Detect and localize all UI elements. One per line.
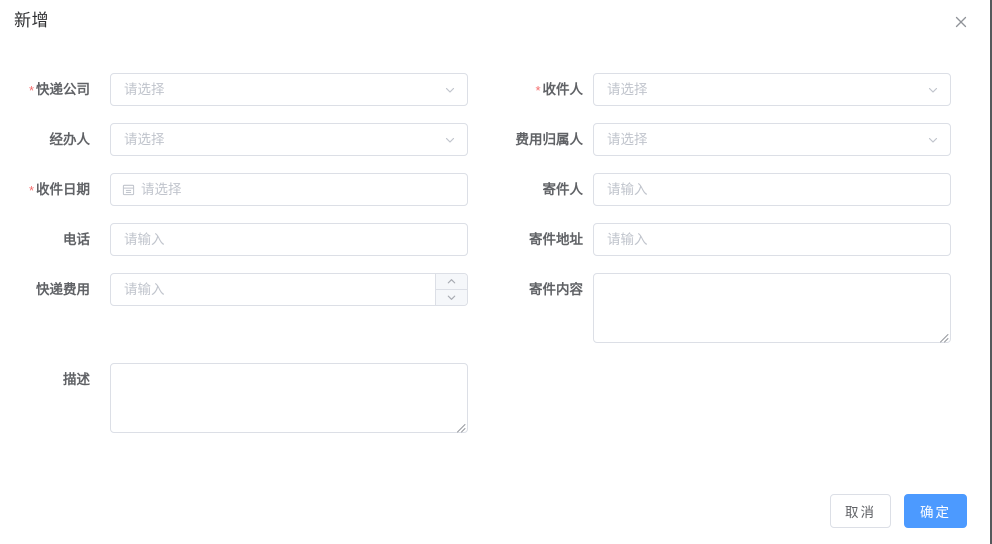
handler-placeholder: 请选择 [124,132,165,147]
form-row-receive-date: *收件日期 请选择 [0,173,470,206]
resize-handle-icon[interactable] [938,330,949,343]
form-row-sender: 寄件人 请输入 [483,173,953,206]
label-receive-date: *收件日期 [28,182,90,198]
label-description: 描述 [63,372,90,387]
chevron-down-icon [926,83,940,97]
label-express-company: *快递公司 [28,82,90,98]
chevron-down-icon [443,133,457,147]
required-marker: * [535,82,541,98]
field-express-fee: 请输入 [110,273,468,306]
required-marker: * [28,82,34,98]
sender-input[interactable]: 请输入 [593,173,951,206]
label-sender: 寄件人 [542,182,584,197]
quantity-stepper [435,274,467,305]
field-description [110,363,468,433]
form-row-phone: 电话 请输入 [0,223,470,256]
phone-placeholder: 请输入 [124,232,165,247]
sender-placeholder: 请输入 [607,182,648,197]
label-send-address: 寄件地址 [529,232,583,247]
field-fee-owner: 请选择 [593,123,951,156]
label-phone: 电话 [63,232,90,247]
stepper-down-icon[interactable] [436,290,467,306]
dialog-footer: 取消 确定 [0,478,990,544]
field-express-company: 请选择 [110,73,468,106]
close-icon[interactable] [952,13,970,31]
label-fee-owner: 费用归属人 [515,132,584,147]
receive-date-placeholder: 请选择 [141,182,182,197]
receiver-select[interactable]: 请选择 [593,73,951,106]
form-row-handler: 经办人 请选择 [0,123,470,156]
send-address-input[interactable]: 请输入 [593,223,951,256]
field-phone: 请输入 [110,223,468,256]
calendar-icon [121,183,135,197]
send-address-placeholder: 请输入 [607,232,648,247]
express-fee-placeholder: 请输入 [124,282,165,297]
express-company-select[interactable]: 请选择 [110,73,468,106]
field-send-content [593,273,951,343]
field-receiver: 请选择 [593,73,951,106]
handler-select[interactable]: 请选择 [110,123,468,156]
stepper-up-icon[interactable] [436,274,467,290]
express-fee-input[interactable]: 请输入 [110,273,468,306]
chevron-down-icon [926,133,940,147]
dialog-body: *快递公司 请选择 经办人 请选择 [0,48,990,478]
form-row-fee-owner: 费用归属人 请选择 [483,123,953,156]
label-express-fee: 快递费用 [36,282,90,297]
field-sender: 请输入 [593,173,951,206]
form-row-express-company: *快递公司 请选择 [0,73,470,106]
confirm-button[interactable]: 确定 [904,494,967,528]
express-company-placeholder: 请选择 [124,82,165,97]
form-row-send-content: 寄件内容 [483,273,953,343]
field-handler: 请选择 [110,123,468,156]
label-handler: 经办人 [49,132,91,147]
fee-owner-select[interactable]: 请选择 [593,123,951,156]
page-title: 新增 [14,11,49,30]
field-receive-date: 请选择 [110,173,468,206]
required-marker: * [28,182,34,198]
chevron-down-icon [443,83,457,97]
label-send-content: 寄件内容 [529,282,583,297]
resize-handle-icon[interactable] [455,420,466,433]
phone-input[interactable]: 请输入 [110,223,468,256]
label-receiver: *收件人 [535,82,583,98]
send-content-textarea[interactable] [593,273,951,343]
cancel-button[interactable]: 取消 [830,494,891,528]
form-row-description: 描述 [0,363,470,433]
form-row-receiver: *收件人 请选择 [483,73,953,106]
receiver-placeholder: 请选择 [607,82,648,97]
fee-owner-placeholder: 请选择 [607,132,648,147]
dialog-header: 新增 [0,0,990,48]
form-row-send-address: 寄件地址 请输入 [483,223,953,256]
form-row-express-fee: 快递费用 请输入 [0,273,470,306]
field-send-address: 请输入 [593,223,951,256]
description-textarea[interactable] [110,363,468,433]
receive-date-picker[interactable]: 请选择 [110,173,468,206]
